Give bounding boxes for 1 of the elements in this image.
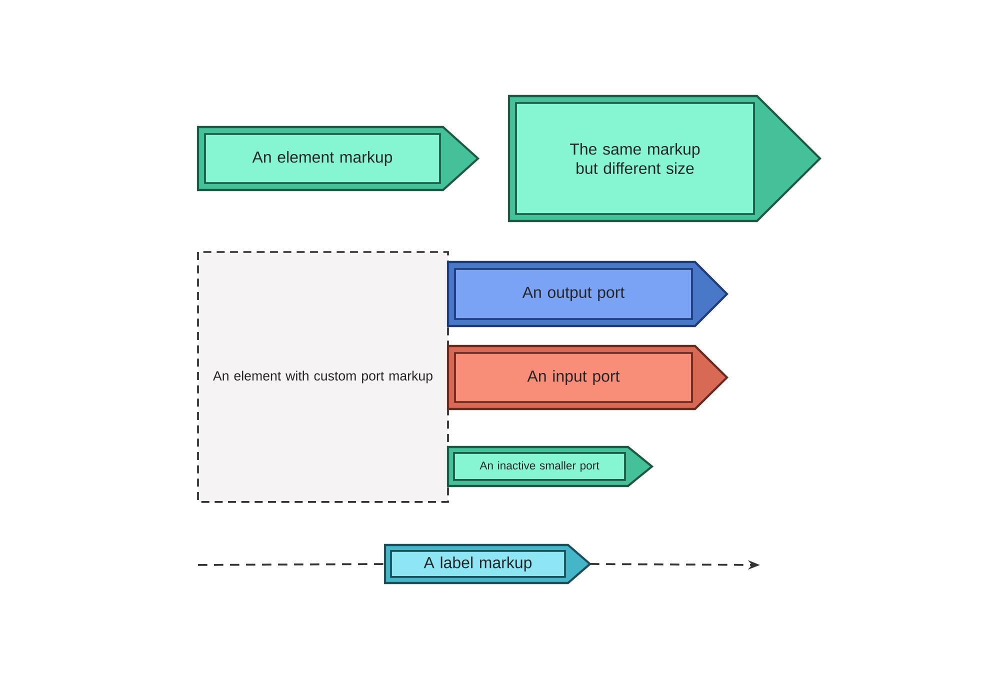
element-box: An element with custom port markup: [197, 251, 449, 503]
